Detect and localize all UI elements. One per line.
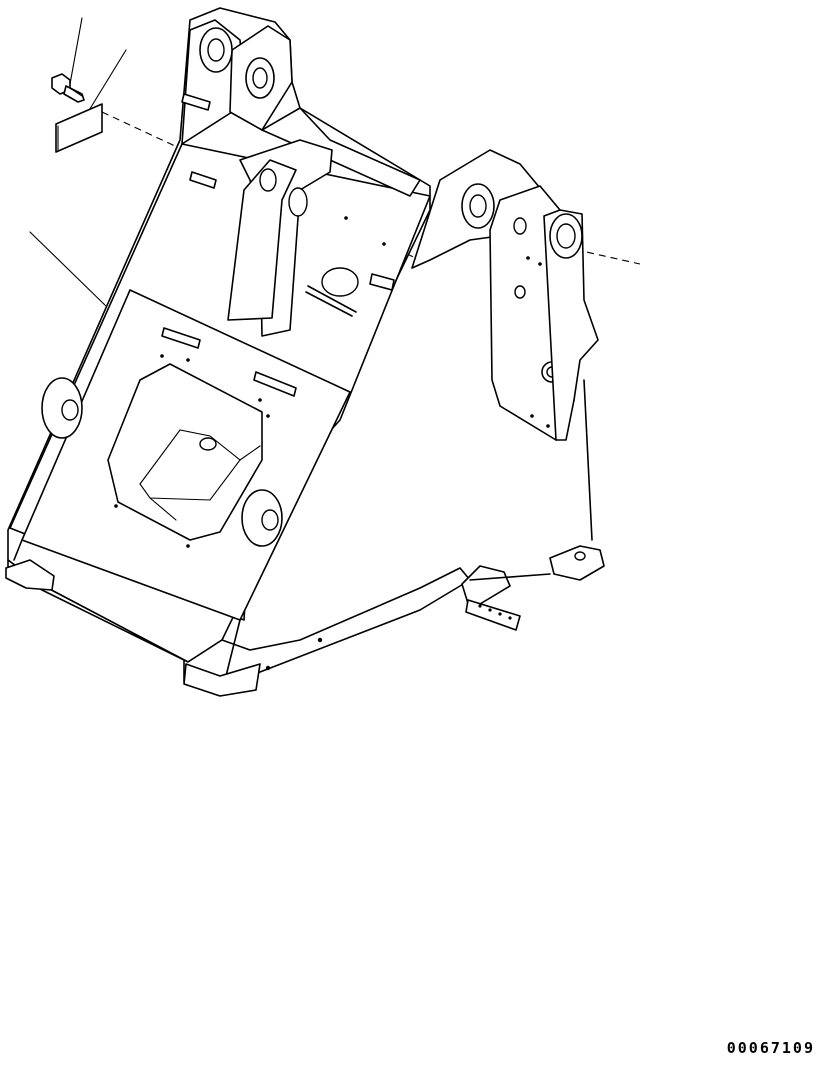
bolt-part xyxy=(51,73,85,103)
rear-frame xyxy=(7,7,471,693)
rear-tower xyxy=(411,149,605,631)
leader-lines xyxy=(29,17,127,309)
frame-feet xyxy=(5,559,261,697)
figure-number: 00067109 xyxy=(726,1039,815,1057)
plate-part xyxy=(55,103,103,153)
